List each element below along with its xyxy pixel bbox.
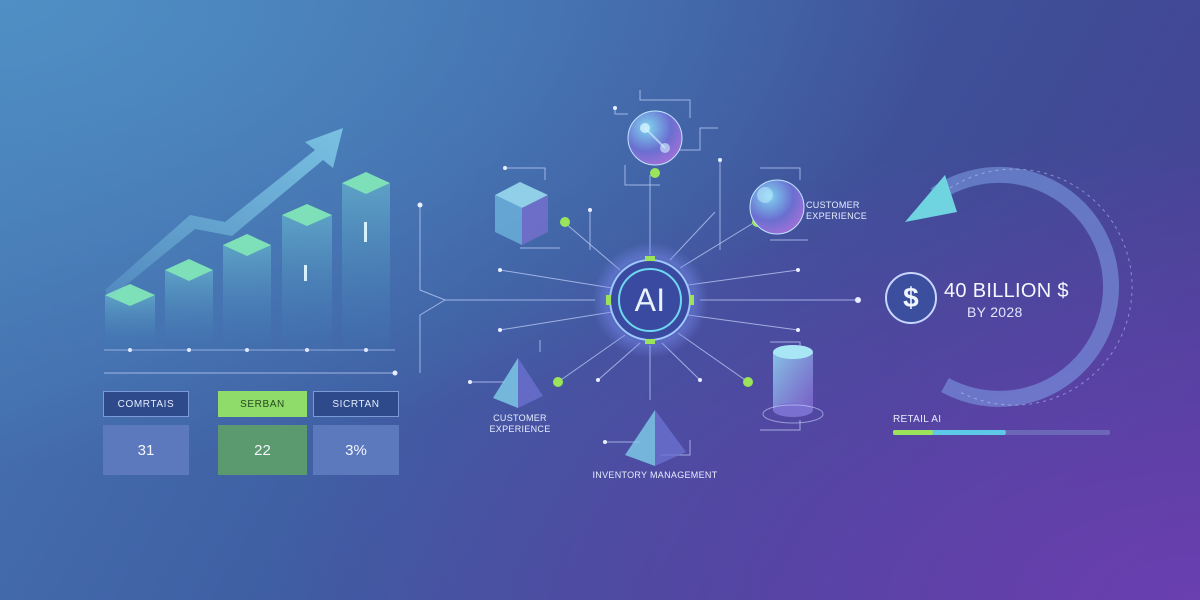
customer-experience-bottom-line-2: EXPERIENCE: [489, 424, 551, 434]
bar-4: [282, 204, 332, 350]
dollar-icon: $: [903, 282, 919, 313]
metrics-value-3: 3%: [313, 425, 399, 475]
cylinder-node: [762, 345, 824, 424]
trend-arrow: [105, 128, 343, 298]
customer-experience-pyramid-node: [493, 358, 543, 408]
metrics-header-1: COMRTAIS: [103, 391, 189, 417]
inventory-pyramid-node: [625, 410, 686, 466]
customer-experience-bottom-label: CUSTOMER EXPERIENCE: [480, 413, 560, 435]
bar-3: [223, 234, 271, 350]
customer-experience-bottom-line-1: CUSTOMER: [493, 413, 547, 423]
inventory-management-label: INVENTORY MANAGEMENT: [592, 470, 718, 480]
forecast-value: 40 BILLION $: [944, 280, 1069, 302]
bar-2: [165, 259, 213, 350]
cycle-arrow-graphic: [905, 166, 1133, 407]
retail-ai-progress-accent: [893, 430, 933, 435]
ai-hub: [592, 242, 708, 358]
top-sphere-node: [627, 110, 683, 166]
customer-experience-top-label: CUSTOMER EXPERIENCE: [806, 200, 867, 222]
cube-node: [495, 182, 548, 245]
dollar-coin: [885, 272, 937, 324]
ai-hub-label: AI: [634, 282, 666, 318]
retail-ai-label: RETAIL AI: [893, 414, 942, 425]
customer-experience-top-line-2: EXPERIENCE: [806, 211, 868, 221]
growth-bar-graphic: [104, 128, 395, 352]
customer-experience-sphere-node: [749, 179, 805, 235]
metrics-value-2: 22: [218, 425, 307, 475]
bar-5: [342, 172, 390, 350]
customer-experience-top-line-1: CUSTOMER: [806, 200, 860, 210]
metrics-value-1: 31: [103, 425, 189, 475]
forecast-year: BY 2028: [967, 304, 1023, 320]
metrics-header-2: SERBAN: [218, 391, 307, 417]
metrics-header-3: SICRTAN: [313, 391, 399, 417]
